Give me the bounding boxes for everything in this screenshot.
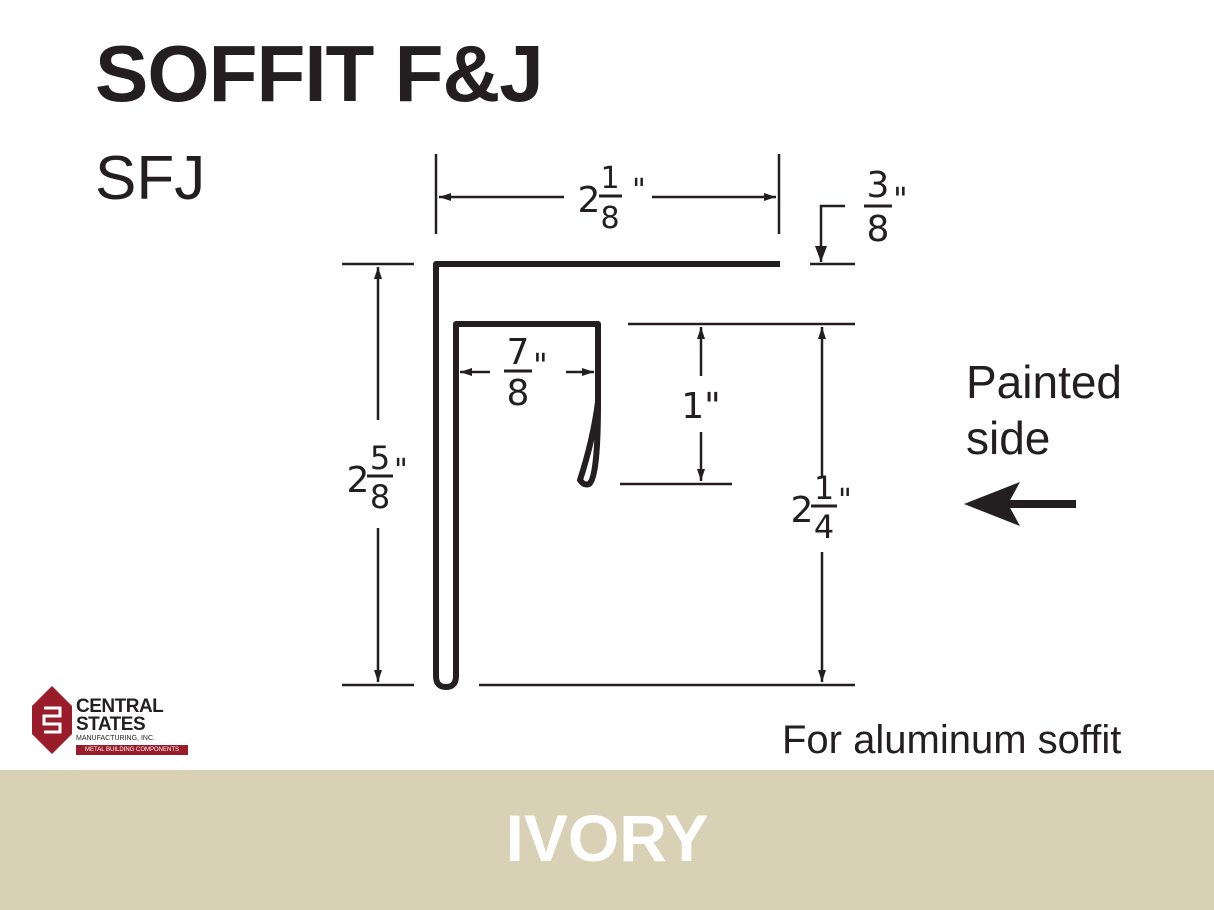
logo-line4: METAL BUILDING COMPONENTS — [76, 745, 188, 755]
painted-side-label: Painted side — [966, 354, 1122, 466]
top-width-denominator: 8 — [600, 201, 619, 236]
dimension-right-height-label: 2 1 4 " — [791, 469, 852, 546]
color-name: IVORY — [505, 801, 709, 875]
painted-side-arrow-icon — [964, 482, 1076, 526]
overall-height-whole: 2 — [347, 460, 370, 501]
dimension-overall-height — [342, 262, 414, 687]
overall-height-numerator: 5 — [370, 439, 390, 477]
product-code: SFJ — [95, 144, 206, 213]
logo-line2: STATES — [76, 714, 146, 735]
right-height-numerator: 1 — [814, 469, 834, 507]
top-width-numerator: 1 — [600, 161, 619, 196]
top-width-unit: " — [632, 173, 646, 208]
right-height-unit: " — [838, 483, 852, 518]
overall-height-unit: " — [394, 453, 408, 488]
dimension-top-gap — [810, 204, 855, 266]
logo-line1: CENTRAL — [76, 696, 164, 717]
overall-height-denominator: 8 — [370, 478, 390, 516]
logo-line3: MANUFACTURING, INC. — [76, 735, 155, 742]
dimension-top-width — [434, 154, 781, 234]
inner-width-unit: " — [533, 346, 548, 384]
dimension-inner-width-label: 7 8 " — [504, 332, 548, 414]
hem-depth-label: 1" — [681, 386, 720, 427]
top-width-whole: 2 — [578, 180, 601, 221]
company-logo: CENTRAL STATES MANUFACTURING, INC. METAL… — [30, 684, 200, 760]
dimension-right-height — [479, 327, 855, 687]
color-swatch-bar — [0, 770, 1214, 910]
dimension-overall-height-label: 2 5 8 " — [347, 439, 408, 516]
product-title: SOFFIT F&J — [95, 29, 544, 118]
dimension-top-gap-label: 3 8 " — [864, 165, 908, 250]
trim-profile — [433, 261, 780, 690]
painted-side-line1: Painted — [966, 356, 1123, 408]
hem-line — [577, 401, 601, 488]
right-height-denominator: 4 — [814, 508, 834, 546]
inner-width-denominator: 8 — [507, 373, 530, 414]
painted-side-line2: side — [966, 412, 1051, 464]
dimension-top-width-label: 2 1 8 " — [578, 161, 646, 236]
top-gap-unit: " — [893, 180, 908, 218]
usage-note: For aluminum soffit — [782, 718, 1122, 762]
top-gap-numerator: 3 — [867, 165, 890, 206]
outer-profile-line — [433, 261, 780, 690]
inner-width-numerator: 7 — [507, 332, 530, 373]
top-gap-denominator: 8 — [867, 209, 890, 250]
dimension-hem-depth — [620, 322, 855, 486]
logo-mark-icon — [32, 686, 72, 754]
right-height-whole: 2 — [791, 490, 814, 531]
